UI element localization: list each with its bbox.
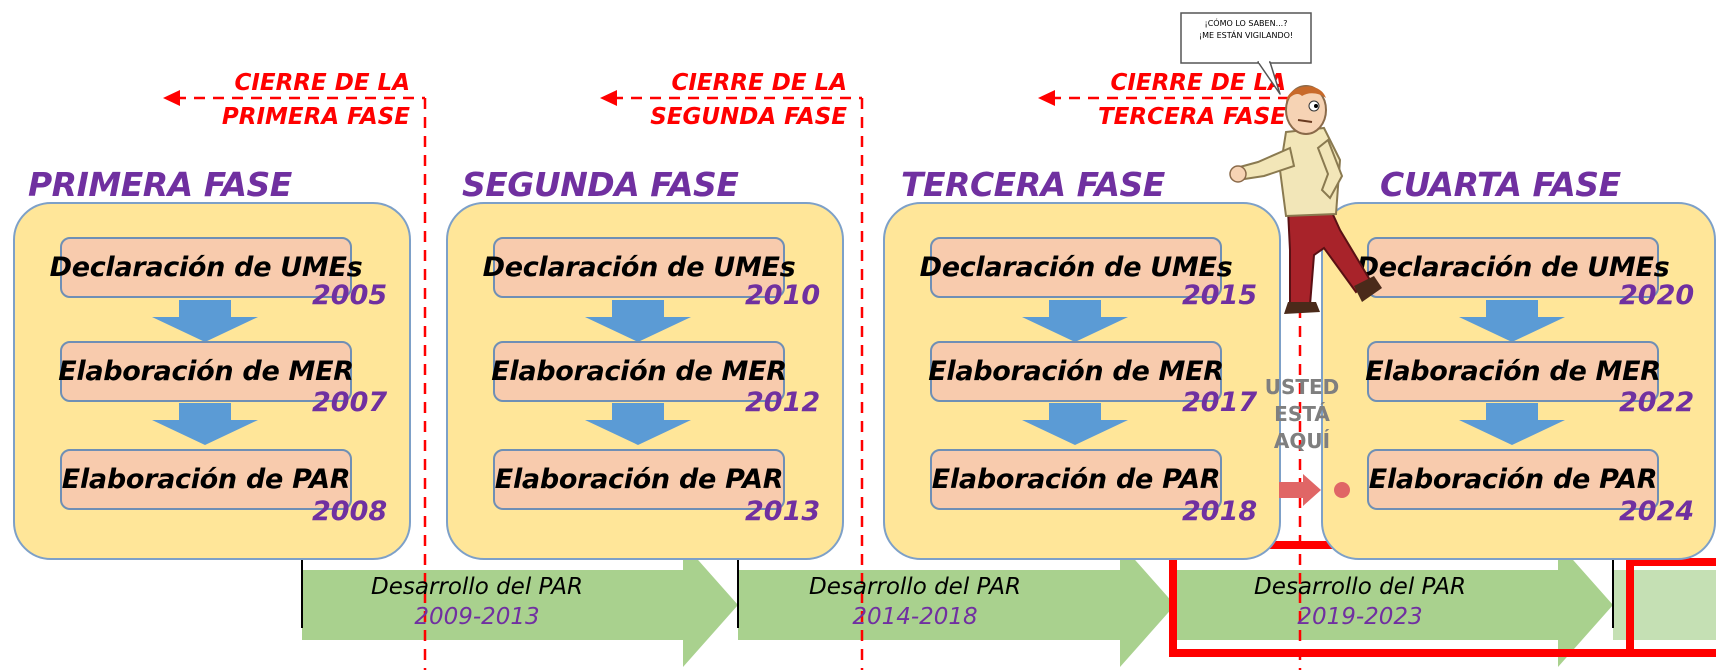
you-are-here-line1: USTED bbox=[1264, 375, 1340, 399]
development-arrow-4 bbox=[1613, 570, 1716, 640]
position-dot-icon bbox=[1334, 482, 1350, 498]
down-arrow bbox=[1459, 300, 1565, 342]
phase-4-year-mer: 2022 bbox=[1619, 387, 1695, 418]
closure-label-1-line2: PRIMERA FASE bbox=[221, 104, 410, 130]
phase-2-step-ume: Declaración de UMEs bbox=[483, 237, 796, 298]
closure-label-3: CIERRE DE LA TERCERA FASE bbox=[1098, 66, 1286, 134]
phase-4-step-par: Elaboración de PAR bbox=[1367, 449, 1659, 510]
phase-1-year-mer: 2007 bbox=[312, 387, 388, 418]
phase-2-year-mer: 2012 bbox=[745, 387, 821, 418]
phase-2-year-ume: 2010 bbox=[745, 280, 821, 311]
development-label-3-years: 2019-2023 bbox=[1297, 604, 1423, 630]
closure-arrow-head-3 bbox=[1038, 90, 1055, 106]
phase-1-step-ume: Declaración de UMEs bbox=[50, 237, 363, 298]
development-arrow-3 bbox=[1175, 543, 1613, 667]
phase-2-year-par: 2013 bbox=[745, 496, 821, 527]
phase-3-year-mer: 2017 bbox=[1182, 387, 1258, 418]
development-label-3: Desarrollo del PAR 2019-2023 bbox=[1235, 572, 1485, 632]
phase-4-year-ume: 2020 bbox=[1619, 280, 1695, 311]
speech-bubble-line2: ¡ME ESTÁN VIGILANDO! bbox=[1198, 31, 1294, 40]
phase-1-year-ume: 2005 bbox=[312, 280, 388, 311]
development-arrow-1 bbox=[302, 543, 738, 667]
closure-label-3-line2: TERCERA FASE bbox=[1097, 104, 1286, 130]
closure-label-1-line1: CIERRE DE LA bbox=[234, 70, 410, 96]
phase-2-step-mer: Elaboración de MER bbox=[491, 341, 787, 402]
phase-4-step-mer: Elaboración de MER bbox=[1365, 341, 1661, 402]
speech-bubble bbox=[1180, 12, 1312, 95]
you-are-here-label: USTED ESTÁ AQUÍ bbox=[1262, 374, 1342, 455]
development-label-1-text: Desarrollo del PAR bbox=[371, 574, 583, 600]
development-label-3-text: Desarrollo del PAR bbox=[1254, 574, 1466, 600]
next-period-highlight bbox=[1626, 558, 1716, 657]
phase-3-year-par: 2018 bbox=[1182, 496, 1258, 527]
phase-3-step-ume: Declaración de UMEs bbox=[920, 237, 1233, 298]
closure-label-2: CIERRE DE LA SEGUNDA FASE bbox=[650, 66, 847, 134]
down-arrow bbox=[152, 403, 258, 445]
speech-bubble-text: ¡CÓMO LO SABEN...? ¡ME ESTÁN VIGILANDO! bbox=[1183, 18, 1309, 42]
phase-1-step-par: Elaboración de PAR bbox=[60, 449, 352, 510]
you-are-here-line3: AQUÍ bbox=[1273, 429, 1331, 453]
development-label-2-years: 2014-2018 bbox=[852, 604, 978, 630]
phase-title-3: TERCERA FASE bbox=[901, 165, 1165, 204]
phase-title-4: CUARTA FASE bbox=[1380, 165, 1621, 204]
down-arrow bbox=[152, 300, 258, 342]
phase-3-year-ume: 2015 bbox=[1182, 280, 1258, 311]
development-arrow-2 bbox=[738, 543, 1175, 667]
speech-bubble-line1: ¡CÓMO LO SABEN...? bbox=[1204, 19, 1288, 28]
closure-label-3-line1: CIERRE DE LA bbox=[1110, 70, 1286, 96]
phase-1-step-mer: Elaboración de MER bbox=[58, 341, 354, 402]
phase-4-step-ume: Declaración de UMEs bbox=[1357, 237, 1670, 298]
phase-3-step-mer: Elaboración de MER bbox=[928, 341, 1224, 402]
down-arrow bbox=[585, 403, 691, 445]
development-label-2-text: Desarrollo del PAR bbox=[809, 574, 1021, 600]
you-are-here-marker bbox=[1279, 474, 1350, 506]
closure-label-2-line1: CIERRE DE LA bbox=[671, 70, 847, 96]
phase-3-step-par: Elaboración de PAR bbox=[930, 449, 1222, 510]
phase-title-2: SEGUNDA FASE bbox=[462, 165, 739, 204]
walking-man-illustration bbox=[1229, 85, 1382, 314]
development-label-1-years: 2009-2013 bbox=[414, 604, 540, 630]
closure-arrow-head-2 bbox=[600, 90, 617, 106]
down-arrow bbox=[1022, 300, 1128, 342]
development-label-2: Desarrollo del PAR 2014-2018 bbox=[790, 572, 1040, 632]
closure-label-2-line2: SEGUNDA FASE bbox=[650, 104, 847, 130]
closure-label-1: CIERRE DE LA PRIMERA FASE bbox=[222, 66, 410, 134]
phase-1-year-par: 2008 bbox=[312, 496, 388, 527]
down-arrow bbox=[1022, 403, 1128, 445]
phase-4-year-par: 2024 bbox=[1619, 496, 1695, 527]
down-arrow bbox=[1459, 403, 1565, 445]
right-arrow-icon bbox=[1279, 474, 1321, 506]
phase-2-step-par: Elaboración de PAR bbox=[493, 449, 785, 510]
development-label-1: Desarrollo del PAR 2009-2013 bbox=[352, 572, 602, 632]
you-are-here-line2: ESTÁ bbox=[1274, 402, 1330, 426]
closure-arrow-head-1 bbox=[163, 90, 180, 106]
phase-title-1: PRIMERA FASE bbox=[28, 165, 292, 204]
down-arrow bbox=[585, 300, 691, 342]
